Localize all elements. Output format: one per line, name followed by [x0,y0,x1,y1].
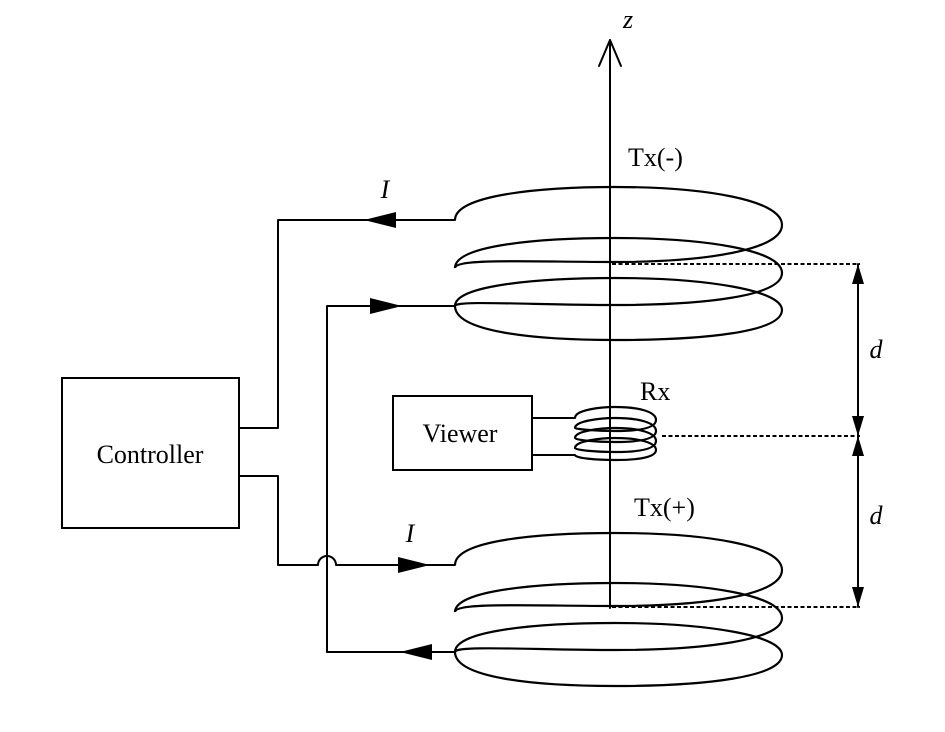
tx-bottom-coil [453,531,784,688]
rx-coil [531,405,658,462]
current-arrow-top-feed [370,298,402,314]
viewer-box [392,395,533,471]
distance-label-lower: d [870,501,884,530]
dimension-lower [852,435,864,608]
tx-top-label: Tx(-) [628,143,683,172]
wire-top-feed [326,305,456,653]
tx-bottom-label: Tx(+) [634,493,695,522]
current-arrow-bottom-return [400,644,432,660]
viewer-label: Viewer [423,419,498,448]
current-label-bottom: I [405,519,416,548]
current-arrow-bottom-feed [398,557,430,573]
z-axis-arrowhead [598,39,622,67]
wire-bottom-feed [238,475,456,566]
rx-label: Rx [640,377,670,406]
current-arrow-top-return [364,212,396,228]
controller-label: Controller [97,440,204,469]
dimension-upper [852,263,864,437]
tx-top-coil [453,185,784,342]
controller-box [61,377,240,529]
distance-label-upper: d [870,335,884,364]
current-label-top: I [380,175,391,204]
z-axis-label: z [622,5,633,34]
